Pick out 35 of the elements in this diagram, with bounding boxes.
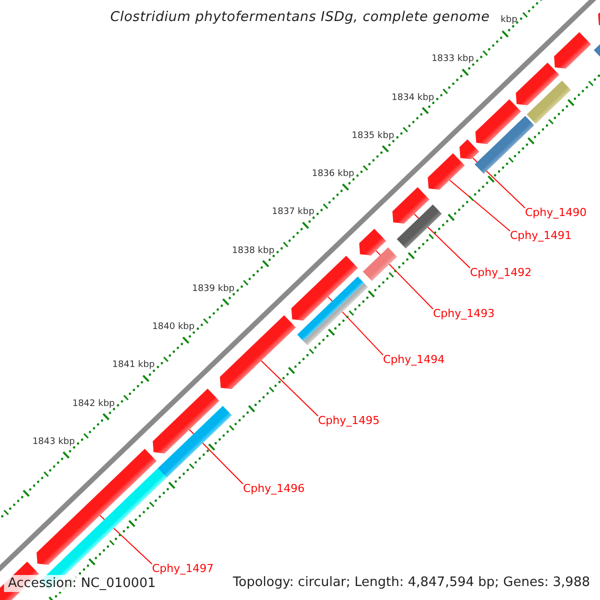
gene-feature [220,315,296,390]
gene-label: Cphy_1491 [510,229,572,242]
gene-label: Cphy_1492 [470,266,532,279]
scale-label: 1843 kbp [32,437,75,448]
leader-line [260,360,318,416]
gene-bar [362,247,398,281]
gene-label: Cphy_1495 [318,414,380,427]
scale-label: 1834 kbp [392,92,434,103]
leader-line [449,180,510,232]
gene-feature [475,99,522,144]
gene-label: Cphy_1490 [525,206,587,219]
scale-label: 1833 kbp [432,54,474,64]
scale-label: 1839 kbp [192,284,234,294]
gene-feature [554,32,592,69]
gene-feature [428,153,465,190]
gene-label: Cphy_1494 [383,353,445,366]
gene-feature [291,256,358,321]
gene-feature [152,388,220,454]
gene-feature [359,228,386,256]
gene-label: Cphy_1493 [433,307,495,320]
genome-info-text: Topology: circular; Length: 4,847,594 bp; Genes: 3,988 [230,574,592,591]
gene-label: Cphy_1497 [152,562,214,575]
gene-label: Cphy_1496 [243,482,305,495]
gene-feature [392,187,430,224]
scale-label: 1840 kbp [152,322,195,332]
gene-feature [460,139,480,160]
scale-label: kbp [500,15,518,25]
scale-label: 1842 kbp [72,398,115,409]
gene-feature [516,62,560,106]
scale-label: 1841 kbp [112,360,155,370]
scale-label: 1835 kbp [352,130,394,141]
scale-label: 1836 kbp [312,169,354,180]
scale-label: 1837 kbp [272,207,314,218]
scale-label: 1838 kbp [232,246,274,256]
gene-feature [36,448,157,565]
